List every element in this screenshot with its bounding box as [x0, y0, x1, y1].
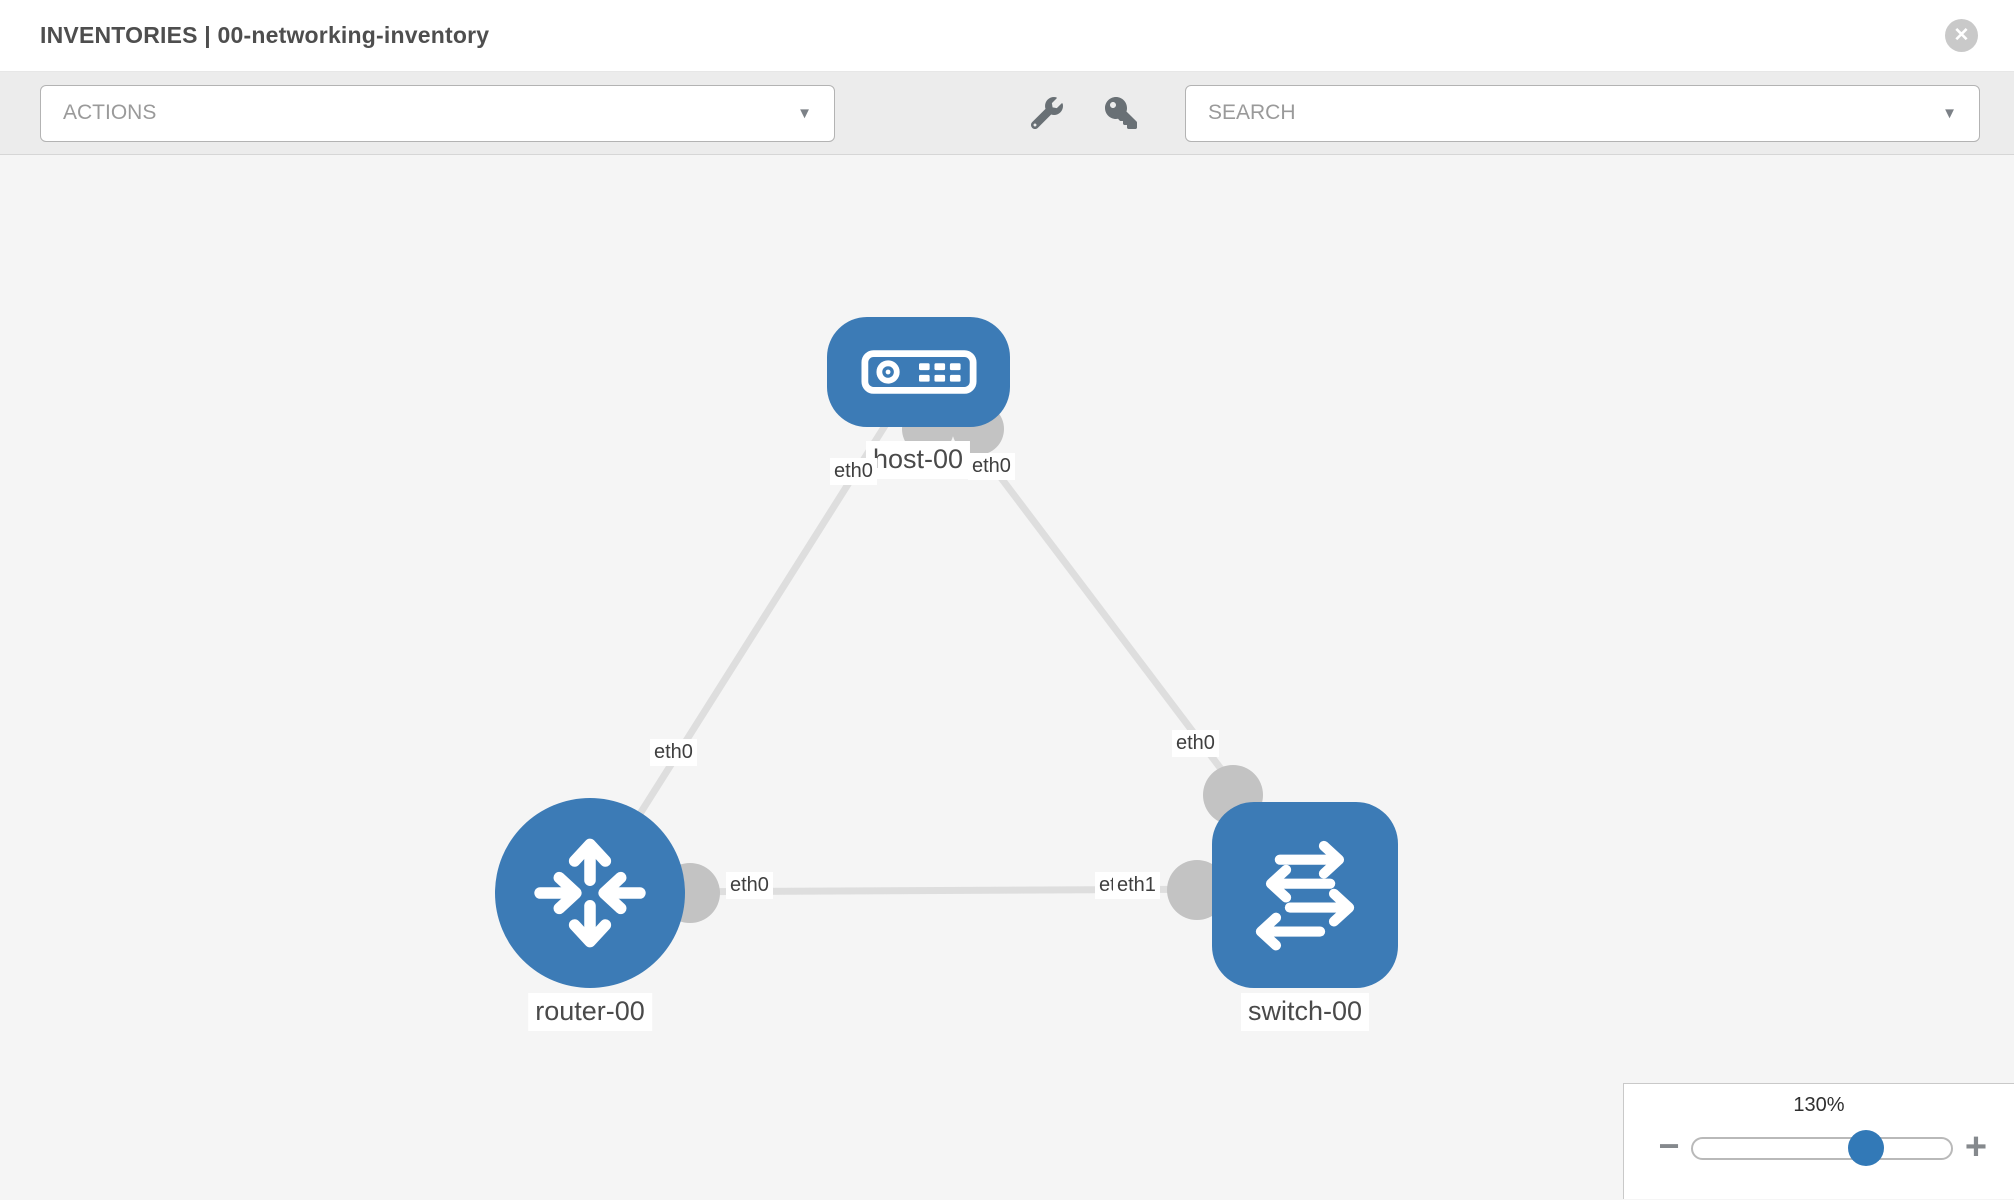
close-icon: ✕: [1953, 25, 1970, 46]
links-layer: [587, 403, 1283, 923]
iface-label-host-left: eth0: [830, 458, 877, 485]
search-placeholder: SEARCH: [1208, 101, 1296, 124]
router-label: router-00: [528, 993, 652, 1031]
topology-canvas[interactable]: host-00 router-00 switch-00 eth0 eth0 et…: [0, 155, 2014, 1199]
actions-dropdown-label: ACTIONS: [63, 101, 157, 124]
zoom-slider-row: − +: [1624, 1126, 2014, 1170]
node-host-00[interactable]: [827, 317, 1010, 427]
zoom-control-panel: 130% − +: [1623, 1083, 2014, 1199]
chevron-down-icon: ▼: [797, 104, 812, 122]
zoom-slider-thumb[interactable]: [1848, 1130, 1884, 1166]
page-title: INVENTORIES | 00-networking-inventory: [40, 22, 490, 48]
wrench-icon[interactable]: [1030, 97, 1063, 130]
close-button[interactable]: ✕: [1945, 19, 1978, 52]
zoom-slider-track[interactable]: [1691, 1130, 1953, 1166]
toolbar: ACTIONS ▼ SEARCH ▼: [0, 71, 2014, 155]
chevron-down-icon: ▼: [1942, 104, 1957, 122]
iface-label-host-right: eth0: [968, 453, 1015, 480]
iface-label-router-uplink: eth0: [650, 739, 697, 766]
node-router-00[interactable]: [495, 798, 685, 988]
zoom-value: 130%: [1793, 1094, 1845, 1116]
node-switch-00[interactable]: [1212, 802, 1398, 988]
header: INVENTORIES | 00-networking-inventory ✕: [0, 0, 2014, 71]
switch-icon: [1255, 840, 1355, 951]
switch-label: switch-00: [1240, 993, 1370, 1031]
iface-label-switch-left: eth1: [1113, 872, 1160, 899]
key-icon[interactable]: [1105, 97, 1137, 129]
router-icon: [534, 838, 646, 948]
zoom-out-button[interactable]: −: [1658, 1125, 1680, 1166]
host-label: host-00: [865, 441, 971, 479]
toolbar-icons: [1030, 97, 1137, 130]
host-icon: [860, 350, 977, 394]
actions-dropdown[interactable]: ACTIONS ▼: [40, 84, 835, 142]
iface-label-router-right: eth0: [726, 872, 773, 899]
zoom-in-button[interactable]: +: [1964, 1126, 1988, 1168]
search-dropdown[interactable]: SEARCH ▼: [1185, 84, 1980, 142]
iface-label-switch-uplink: eth0: [1172, 730, 1219, 757]
